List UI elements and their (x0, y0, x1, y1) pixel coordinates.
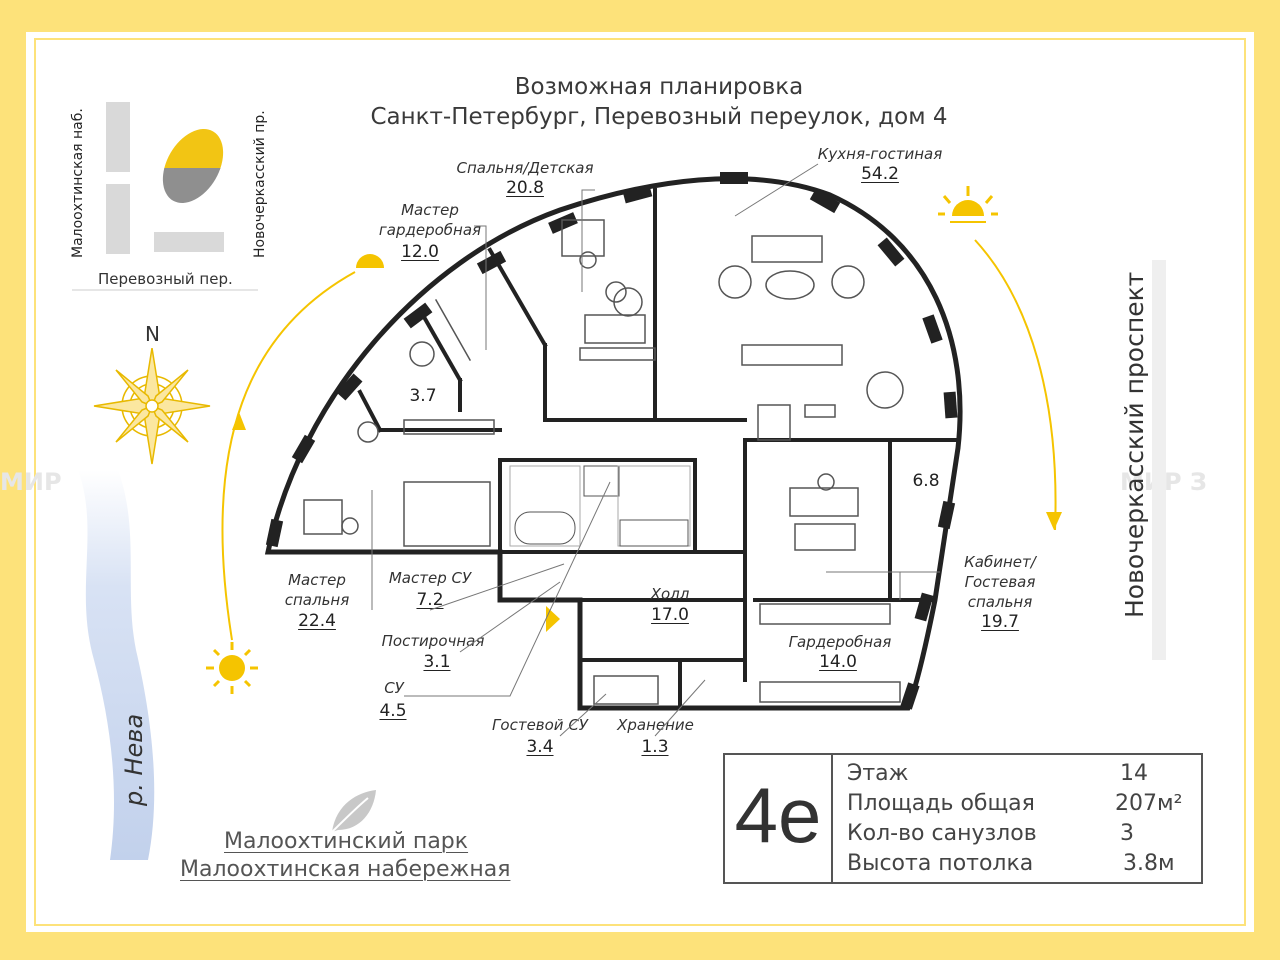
room-area-laundry: 3.1 (423, 652, 451, 672)
room-label-storage: Хранение (617, 716, 694, 734)
room-label-bathroom: СУ (384, 679, 404, 697)
prospect-strip (1152, 260, 1166, 660)
room-label-hall: Холл (650, 585, 690, 603)
floor-label: Этаж (847, 761, 909, 786)
master-bath-fixtures (509, 465, 691, 547)
room-area-small-room: 3.7 (409, 386, 437, 406)
area-value: 207м² (1115, 791, 1183, 816)
plan-title-line1: Возможная планировка (514, 74, 804, 100)
room-area-hall: 17.0 (651, 605, 689, 625)
sun-half-icon-top (356, 254, 384, 268)
prospect-label: Новочеркасский проспект (1120, 271, 1149, 618)
room-label-kitchen-living: Кухня-гостиная (817, 145, 943, 163)
mini-map-block-1 (106, 102, 130, 172)
kids-bedroom-furniture (561, 219, 656, 361)
window-blocks (265, 172, 958, 710)
mini-map-street-bottom: Перевозный пер. (98, 270, 233, 288)
room-label-guest-bath: Гостевой СУ (492, 716, 588, 734)
mini-map-block-2 (106, 184, 130, 254)
compass-rose-icon (93, 348, 211, 465)
room-area-master-wardrobe: 12.0 (401, 242, 439, 262)
cabinet-furniture (593, 473, 901, 705)
plan-title-line2: Санкт-Петербург, Перевозный переулок, до… (370, 104, 948, 130)
mini-map-block-3 (154, 232, 224, 252)
sun-full-icon (206, 642, 258, 694)
height-value: 3.8м (1123, 851, 1175, 876)
river-neva (78, 470, 155, 860)
sun-arrow-left (232, 412, 246, 430)
inner-frame (34, 38, 1246, 926)
living-furniture (718, 235, 904, 441)
mini-map (72, 102, 258, 291)
height-label: Высота потолка (847, 851, 1034, 876)
room-label-master-wardrobe: Мастер гардеробная (378, 201, 482, 239)
compass-north: N (145, 322, 160, 346)
room-label-cabinet: Кабинет/ Гостевая спальня (964, 553, 1036, 611)
master-bedroom-furniture (303, 298, 495, 547)
room-area-wardrobe: 14.0 (819, 652, 857, 672)
sun-half-icon-right (938, 186, 998, 223)
room-area-kitchen-living: 54.2 (861, 164, 899, 184)
room-area-bedroom-kids: 20.8 (506, 178, 544, 198)
room-area-guest-bath: 3.4 (526, 737, 554, 757)
interior-walls (266, 188, 960, 710)
baths-label: Кол-во санузлов (847, 821, 1037, 846)
leaf-icon (331, 790, 376, 833)
room-area-cabinet: 19.7 (981, 612, 1019, 632)
room-area-storage: 1.3 (641, 737, 669, 757)
room-area-master-bath: 7.2 (416, 590, 444, 610)
room-label-master-bedroom: Мастер спальня (284, 571, 350, 609)
area-label: Площадь общая (847, 791, 1035, 816)
floor-value: 14 (1120, 761, 1148, 786)
room-label-master-bath: Мастер СУ (388, 569, 472, 587)
park-line1: Малоохтинский парк (224, 829, 469, 854)
sun-arrow-right (1046, 512, 1062, 530)
room-area-master-bedroom: 22.4 (298, 611, 336, 631)
apartment-code: 4е (734, 771, 822, 859)
baths-value: 3 (1120, 821, 1134, 846)
room-label-laundry: Постирочная (381, 632, 485, 650)
room-area-bathroom: 4.5 (379, 701, 407, 721)
room-label-bedroom-kids: Спальня/Детская (456, 159, 594, 177)
room-label-wardrobe: Гардеробная (788, 633, 892, 651)
park-line2: Малоохтинская набережная (180, 857, 511, 882)
watermark-left: МИР (0, 468, 62, 496)
room-area-cabinet-storage: 6.8 (912, 471, 940, 491)
apartment-info-box: 4е Этаж 14 Площадь общая 207м² Кол-во са… (723, 753, 1203, 884)
